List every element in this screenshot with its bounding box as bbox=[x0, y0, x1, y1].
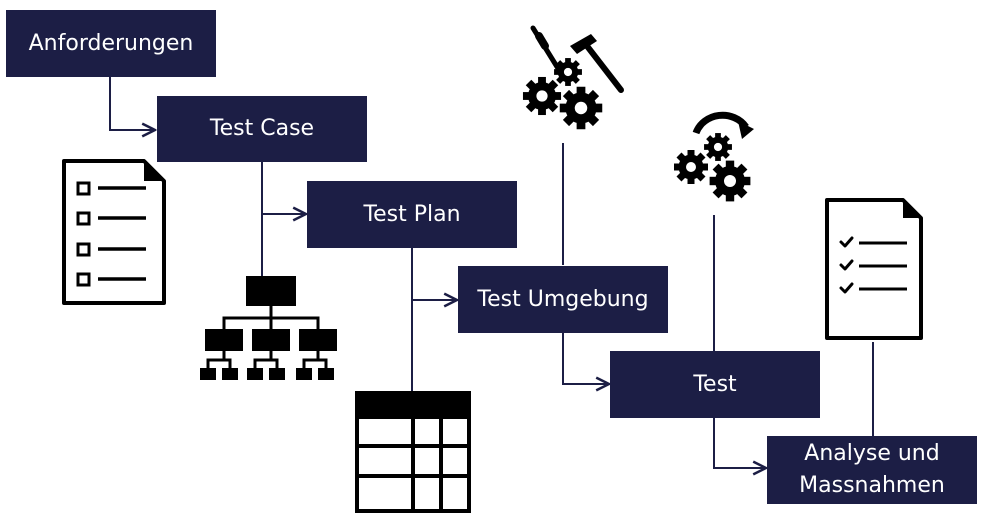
step-test-label: Test bbox=[693, 371, 737, 397]
arrow-anforderungen-to-testcase bbox=[109, 77, 155, 130]
arrow-testcase-to-testplan bbox=[261, 162, 306, 214]
step-test-plan-label: Test Plan bbox=[363, 201, 461, 227]
step-test-umgebung-label: Test Umgebung bbox=[477, 286, 649, 312]
checklist-document-icon bbox=[825, 198, 923, 340]
table-icon bbox=[355, 391, 471, 513]
step-analyse-und-massnahmen: Analyse und Massnahmen bbox=[767, 436, 977, 504]
arrow-umgebung-to-test bbox=[562, 333, 609, 384]
step-test-umgebung: Test Umgebung bbox=[458, 266, 668, 333]
step-analyse-label: Analyse und Massnahmen bbox=[799, 441, 945, 498]
step-anforderungen-label: Anforderungen bbox=[28, 30, 194, 56]
step-test-case-label: Test Case bbox=[209, 116, 315, 142]
arrow-test-to-analyse bbox=[713, 418, 766, 468]
tools-gears-icon bbox=[522, 25, 624, 130]
step-anforderungen: Anforderungen bbox=[6, 10, 216, 77]
step-test-case: Test Case bbox=[157, 96, 367, 162]
arrow-testplan-to-umgebung bbox=[411, 248, 457, 300]
org-chart-icon bbox=[200, 276, 337, 380]
step-test-plan: Test Plan bbox=[307, 181, 517, 248]
step-test: Test bbox=[610, 351, 820, 418]
checkbox-list-document-icon bbox=[62, 159, 166, 305]
rotating-gears-icon bbox=[674, 111, 754, 202]
